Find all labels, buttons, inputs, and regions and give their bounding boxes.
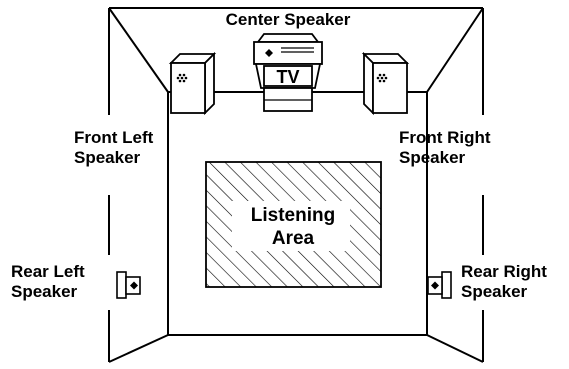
rear-left-speaker-label-line-1: Rear Left [11, 262, 85, 281]
center-speaker-label: Center Speaker [226, 10, 351, 29]
center-speaker-driver-icon [265, 49, 273, 57]
front-right-grille-icon [376, 73, 388, 83]
center-speaker-box [253, 41, 323, 65]
rear-right-speaker-icon [427, 271, 452, 299]
listening-area-label-line-2: Area [272, 228, 315, 249]
rear-left-speaker-icon [116, 271, 141, 299]
rear-left-speaker-label-line-2: Speaker [11, 282, 78, 301]
listening-area: Listening Area [205, 161, 382, 288]
tv-label: TV [276, 67, 299, 87]
front-left-speaker-label-line-2: Speaker [74, 148, 141, 167]
front-left-speaker-icon [168, 51, 217, 116]
front-left-floor-corner [108, 334, 169, 363]
front-left-speaker-label-line-1: Front Left [74, 128, 154, 147]
front-right-floor-corner [426, 334, 484, 363]
listening-label-background [232, 201, 350, 251]
tv-cabinet-icon: TV [253, 33, 323, 112]
tv-screen [263, 65, 313, 87]
rear-right-speaker-label-line-2: Speaker [461, 282, 528, 301]
back-left-corner [108, 7, 169, 93]
rear-right-speaker-label-line-1: Rear Right [461, 262, 547, 281]
front-left-grille-icon [176, 73, 188, 83]
front-right-speaker-label-line-1: Front Right [399, 128, 491, 147]
back-right-corner [426, 7, 484, 93]
front-right-speaker-icon [361, 51, 410, 116]
front-right-speaker-label-line-2: Speaker [399, 148, 466, 167]
listening-area-label-line-1: Listening [251, 205, 335, 226]
